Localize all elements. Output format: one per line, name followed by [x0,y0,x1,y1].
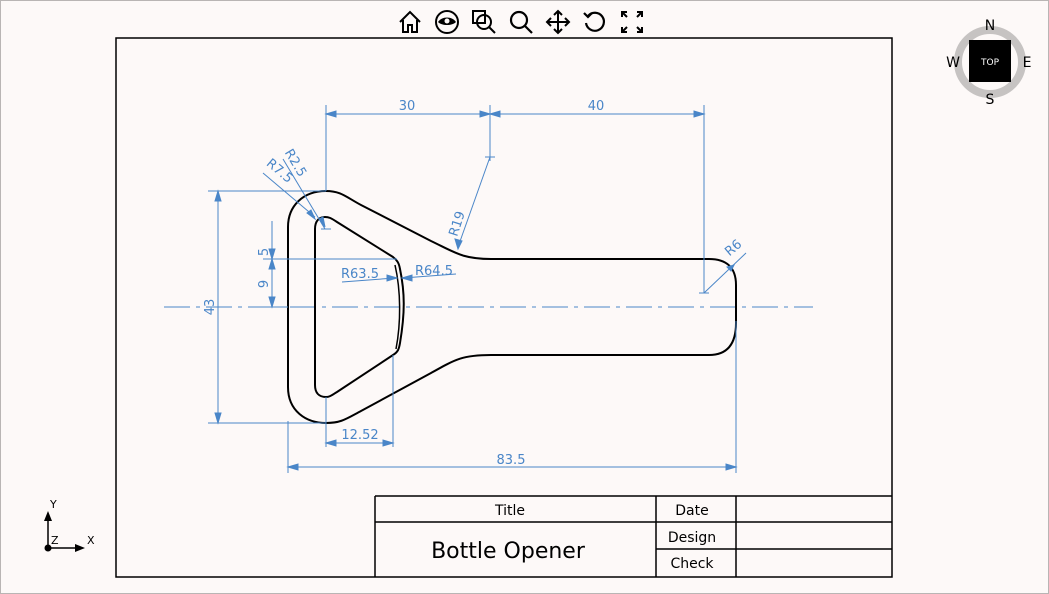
axis-z-label: Z [51,534,59,547]
inner-arc-offset [394,264,401,350]
pan-button[interactable] [545,8,571,36]
zoom-window-icon [472,10,496,34]
rotate-icon [583,11,606,32]
magnifier-icon [509,10,533,34]
fullscreen-icon [621,11,643,33]
view-toolbar [397,8,645,38]
axis-triad: Y X Z [44,498,95,552]
view-button[interactable] [434,8,460,36]
date-label: Date [675,503,708,519]
dim-43: 43 [203,299,218,316]
dim-r6: R6 [722,237,745,260]
home-icon [399,10,421,33]
check-label: Check [670,556,714,572]
title-block [374,495,892,577]
dim-r19: R19 [447,209,469,238]
sheet-border [115,37,893,578]
dimension-lines [208,105,747,473]
dim-5: 5 [257,248,272,256]
home-button[interactable] [397,8,423,36]
compass-north[interactable]: N [985,18,995,34]
opener-outer-outline [287,189,737,425]
title-label: Title [494,503,525,519]
dim-1252: 12.52 [341,428,378,443]
dim-40: 40 [588,99,605,114]
viewcube-face-label: TOP [980,58,1000,68]
viewcube-compass[interactable]: TOP N S E W [946,18,1031,108]
move-arrows-icon [545,9,571,35]
zoom-button[interactable] [508,8,534,36]
dim-9: 9 [257,280,272,288]
zoom-window-button[interactable] [471,8,497,36]
axis-x-label: X [87,534,95,547]
axis-y-label: Y [49,498,57,511]
eye-icon [435,10,459,34]
compass-west[interactable]: W [946,55,960,71]
dim-835: 83.5 [497,453,526,468]
dim-r635: R63.5 [341,267,379,282]
fullscreen-button[interactable] [619,8,645,36]
rotate-button[interactable] [582,8,608,36]
compass-south[interactable]: S [986,92,995,108]
design-label: Design [668,530,716,546]
drawing-title: Bottle Opener [431,539,586,564]
dim-30: 30 [399,99,416,114]
opener-inner-cutout [314,215,405,399]
dim-r645: R64.5 [415,264,453,279]
viewcube-top-face[interactable] [969,40,1011,82]
compass-east[interactable]: E [1023,55,1032,71]
